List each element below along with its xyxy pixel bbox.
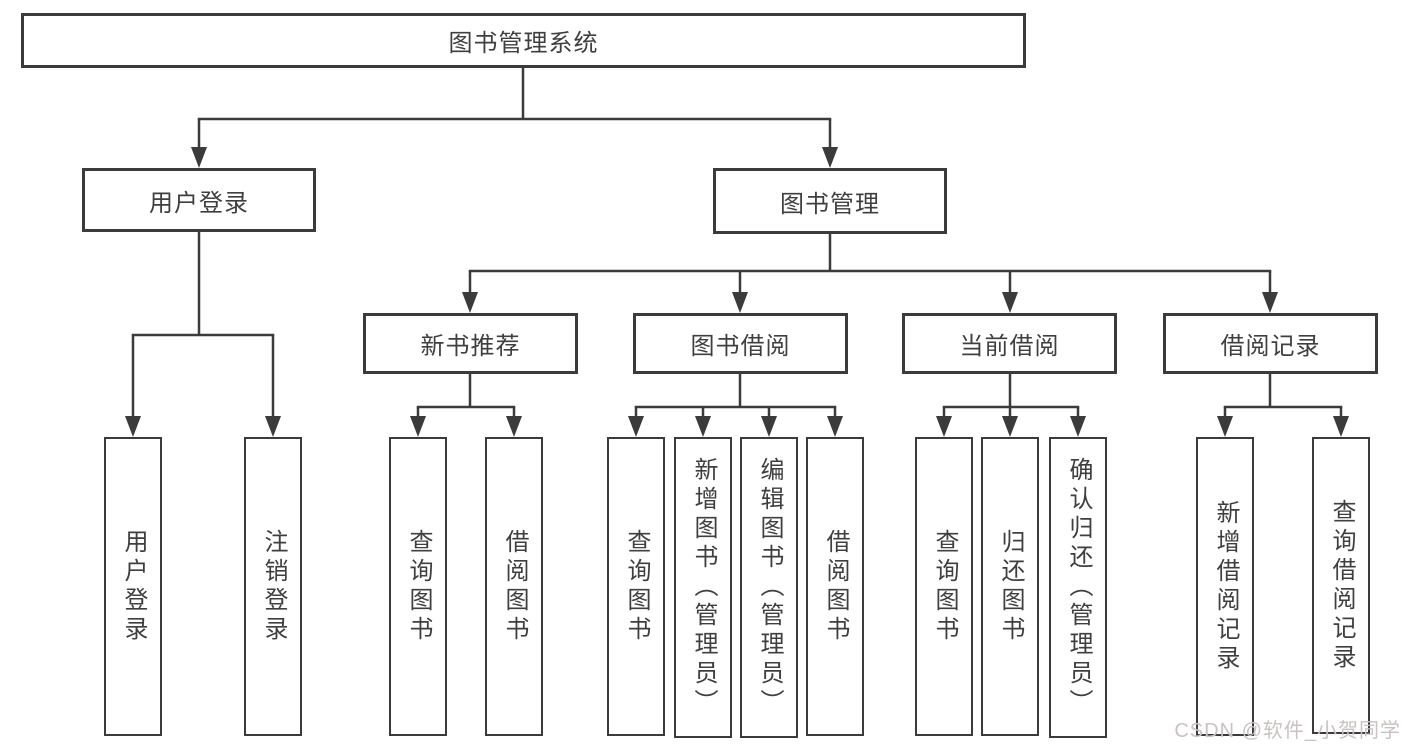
leaf-label: 新增借阅记录 — [1212, 499, 1239, 674]
watermark: CSDN @软件_小贺同学 — [1174, 720, 1401, 742]
node-label: 新书推荐 — [420, 333, 521, 360]
node-library-system-root: 图书管理系统 — [21, 13, 1026, 68]
leaf-query-books-current: 查询图书 — [915, 437, 973, 736]
leaf-label: 查询图书 — [405, 528, 432, 645]
leaf-label: 注销登录 — [260, 528, 287, 645]
leaf-borrow-books: 借阅图书 — [806, 437, 864, 736]
leaf-add-book-admin: 新增图书（管理员） — [674, 437, 732, 738]
leaf-edit-book-admin: 编辑图书（管理员） — [740, 437, 798, 738]
leaf-label: 查询借阅记录 — [1328, 498, 1355, 673]
leaf-query-books-recommend: 查询图书 — [389, 437, 447, 736]
leaf-logout-login: 注销登录 — [244, 437, 302, 736]
node-current-borrow: 当前借阅 — [902, 313, 1117, 374]
node-label: 用户登录 — [149, 189, 249, 217]
node-new-book-recommend: 新书推荐 — [363, 313, 578, 374]
leaf-user-login: 用户登录 — [104, 437, 162, 736]
leaf-add-borrow-record: 新增借阅记录 — [1196, 437, 1254, 736]
leaf-borrow-books-recommend: 借阅图书 — [485, 437, 543, 736]
leaf-label: 借阅图书 — [822, 528, 849, 645]
leaf-label: 借阅图书 — [501, 528, 528, 645]
node-label: 图书管理系统 — [448, 30, 599, 57]
node-label: 图书借阅 — [690, 333, 791, 360]
node-user-login: 用户登录 — [82, 168, 316, 232]
leaf-query-borrow-record: 查询借阅记录 — [1312, 437, 1370, 734]
node-borrow-records: 借阅记录 — [1163, 313, 1378, 374]
leaf-label: 查询图书 — [623, 528, 650, 645]
leaf-label: 归还图书 — [997, 528, 1024, 645]
leaf-return-book: 归还图书 — [981, 437, 1039, 736]
node-label: 借阅记录 — [1220, 333, 1321, 360]
node-label: 图书管理 — [780, 190, 880, 218]
leaf-label: 查询图书 — [931, 528, 958, 645]
leaf-label: 新增图书（管理员） — [690, 457, 717, 718]
node-book-borrow: 图书借阅 — [633, 313, 848, 374]
leaf-confirm-return-admin: 确认归还（管理员） — [1049, 437, 1107, 738]
leaf-label: 确认归还（管理员） — [1065, 457, 1092, 718]
leaf-label: 编辑图书（管理员） — [756, 457, 783, 718]
leaf-label: 用户登录 — [120, 528, 147, 645]
node-book-management: 图书管理 — [713, 168, 947, 234]
node-label: 当前借阅 — [959, 333, 1060, 360]
leaf-query-books-borrow: 查询图书 — [607, 437, 665, 736]
